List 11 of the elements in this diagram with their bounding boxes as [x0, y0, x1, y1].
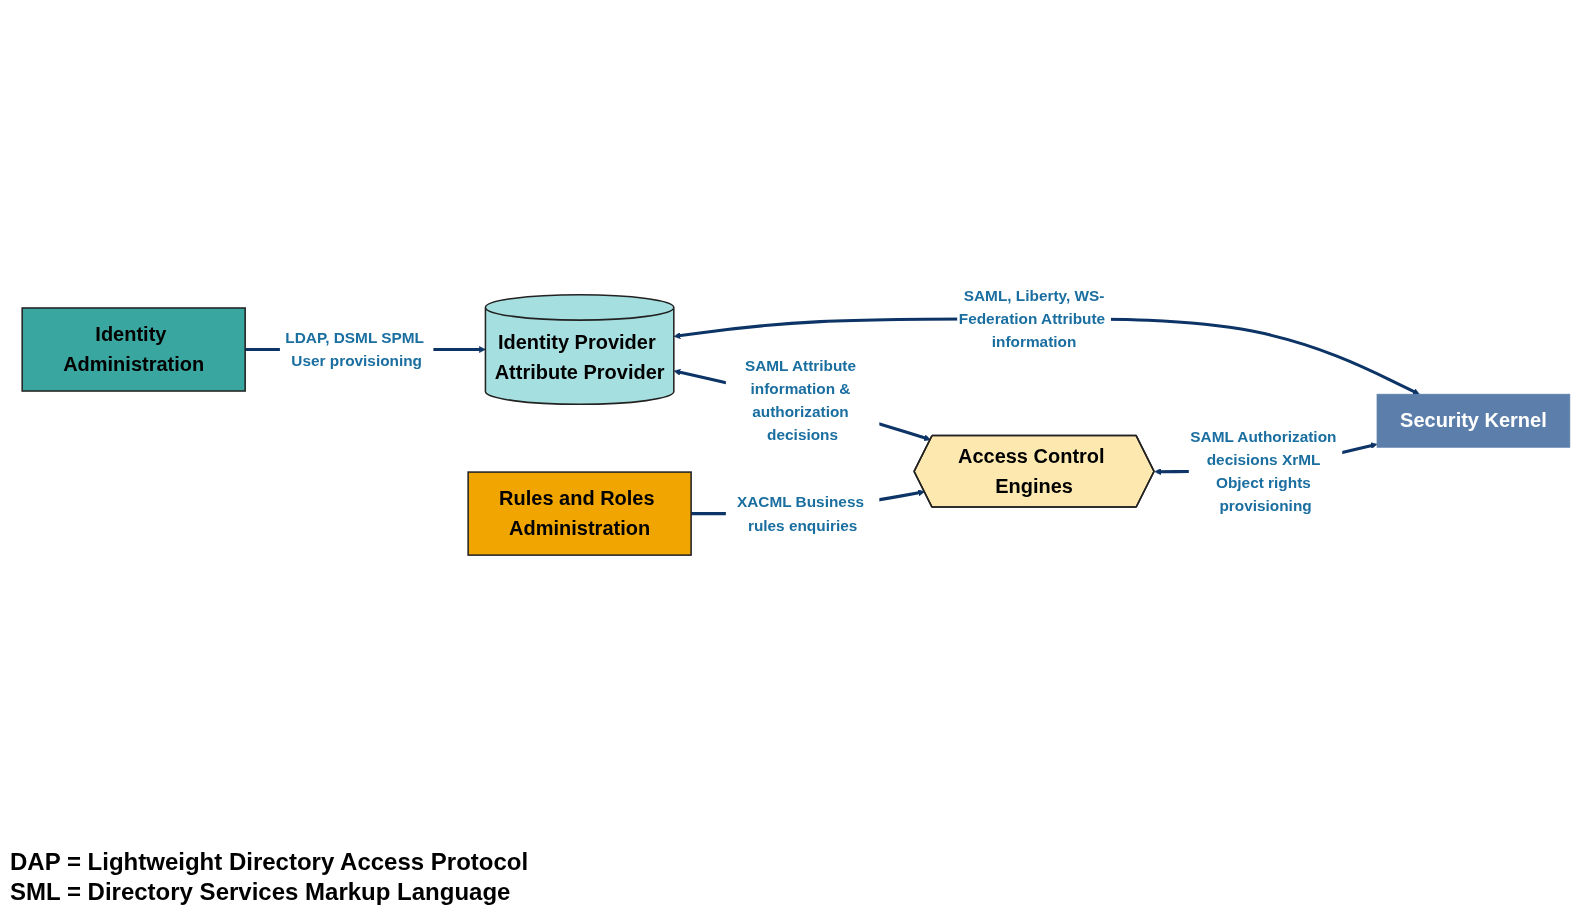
edge-label: SAML Authorization decisions XrML Object rights provisioning — [1190, 428, 1337, 515]
node-box — [21, 307, 246, 393]
edge-label: SAML, Liberty, WS-Federation Attribute information — [958, 287, 1106, 351]
node-box — [467, 471, 692, 557]
footnote: SML = Directory Services Markup Language — [10, 878, 512, 906]
diagram: LDAP, DSML SPML User provisioning SAML, Liberty, WS-Federation Attribute information SAML Attribute information & authorization decisions XACML Business rules enquiries SAML Authorization decisions XrML Object rights provisioning Identity Administration Identity Provider Attribute Provider Rules and Roles Administration Access Control Engines Security Kernel — [16, 278, 1576, 562]
edge-label: SAML Attribute information & authorization decisions — [744, 357, 856, 444]
edge-label: XACML Business rules enquiries — [736, 493, 864, 534]
footnote: DAP = Lightweight Directory Access Protocol — [10, 848, 529, 876]
node-box — [1376, 394, 1571, 449]
edge-label: LDAP, DSML SPML User provisioning — [285, 329, 424, 370]
